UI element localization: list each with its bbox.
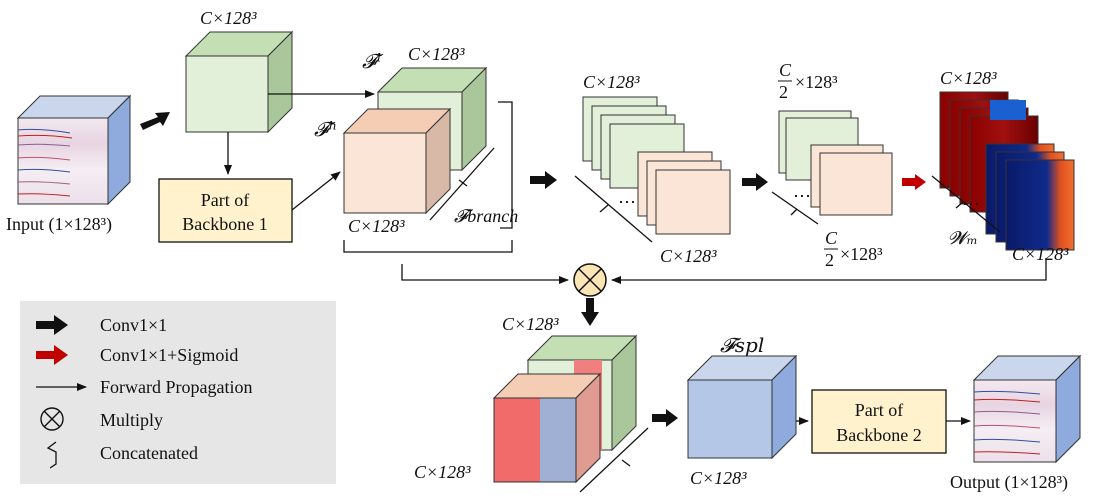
fh-cube <box>344 109 450 213</box>
conv-arrow-2 <box>530 171 557 189</box>
backbone2-line2: Backbone 2 <box>836 425 921 445</box>
legend-multiply: Multiply <box>100 410 163 430</box>
stack3-top-size: C×128³ <box>940 68 997 88</box>
stack2-ellipsis: ⋯ <box>793 186 811 206</box>
fspl-symbol: 𝓕spl <box>720 333 764 357</box>
forward-arrow-to-multiply-left <box>402 264 568 280</box>
svg-text:C: C <box>825 228 838 248</box>
backbone2-line1: Part of <box>855 400 904 420</box>
fspl-cube <box>688 356 796 458</box>
svg-text:×128³: ×128³ <box>795 72 838 92</box>
conv-arrow-3 <box>742 173 768 191</box>
fl-size: C×128³ <box>408 44 465 64</box>
svg-text:2: 2 <box>779 82 788 102</box>
forward-arrow-fh <box>292 172 340 210</box>
output-cube <box>974 356 1080 462</box>
stack1: ⋯ <box>583 97 730 234</box>
fspl-size: C×128³ <box>690 468 747 488</box>
fh-symbol: 𝓕ʰ <box>314 117 337 141</box>
mult-top-size: C×128³ <box>502 314 559 334</box>
legend: Conv1×1 Conv1×1+Sigmoid Forward Propagat… <box>20 301 336 484</box>
backbone1-line2: Backbone 1 <box>182 214 267 234</box>
stack1-ellipsis: ⋯ <box>618 192 636 212</box>
conv-arrow-1 <box>140 112 170 130</box>
backbone1-line1: Part of <box>201 190 250 210</box>
stack2-top-size: C 2 ×128³ <box>778 60 838 102</box>
backbone1-box: Part of Backbone 1 <box>159 179 292 242</box>
svg-text:2: 2 <box>825 250 834 270</box>
legend-concat: Concatenated <box>100 443 198 463</box>
conv-arrow-4 <box>652 409 678 427</box>
mult-bottom-size: C×128³ <box>414 462 471 482</box>
input-label: Input (1×128³) <box>6 214 112 235</box>
fh-size: C×128³ <box>348 216 405 236</box>
output-label: Output (1×128³) <box>950 472 1068 493</box>
multiply-icon <box>574 264 606 296</box>
stack2: ⋯ <box>779 111 892 215</box>
legend-conv-sigmoid: Conv1×1+Sigmoid <box>100 345 238 365</box>
cube-top-size: C×128³ <box>200 8 257 28</box>
input-cube <box>18 96 130 204</box>
svg-text:×128³: ×128³ <box>840 244 883 264</box>
concat-bracket-bottom <box>344 240 512 252</box>
fl-symbol: 𝓕ˡ <box>362 49 384 73</box>
wm-label: 𝓦ₘ <box>948 228 978 249</box>
stack3-bottom-size: C×128³ <box>1012 244 1069 264</box>
legend-forward: Forward Propagation <box>100 377 252 397</box>
svg-text:C: C <box>779 60 792 80</box>
stack2-bottom-size: C 2 ×128³ <box>824 228 883 270</box>
stack1-bottom-size: C×128³ <box>660 246 717 266</box>
multiplied-cube-front <box>494 374 600 482</box>
feature-cube-top <box>186 32 292 132</box>
stack3: ⋯ <box>940 92 1074 250</box>
sigmoid-arrow <box>902 174 926 190</box>
backbone2-box: Part of Backbone 2 <box>812 390 946 453</box>
legend-conv: Conv1×1 <box>100 315 167 335</box>
stack3-ellipsis: ⋯ <box>962 194 980 214</box>
conv-arrow-down <box>581 298 599 326</box>
stack1-top-size: C×128³ <box>583 72 640 92</box>
f-branch-label: 𝓕branch <box>454 206 518 226</box>
